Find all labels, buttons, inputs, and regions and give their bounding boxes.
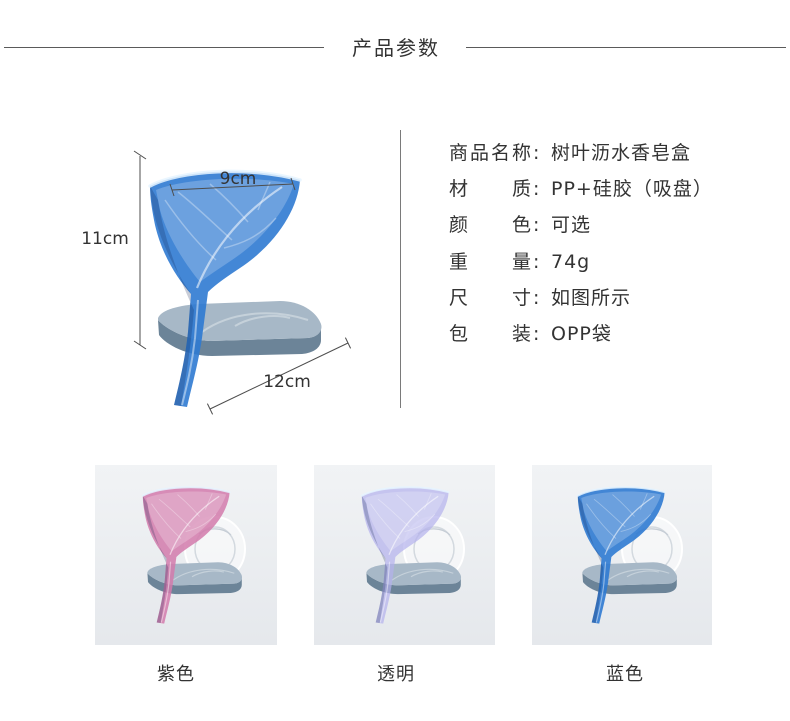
spec-value: OPP袋 [551, 322, 612, 345]
spec-value: 树叶沥水香皂盒 [551, 142, 692, 164]
variant-image-drawing [141, 486, 246, 625]
variant-label: 紫色 [157, 664, 195, 685]
spec-label: 材 质: [449, 178, 542, 201]
spec-label: 颜 色: [449, 214, 542, 237]
variant-label: 蓝色 [606, 664, 644, 685]
variant-image [314, 465, 495, 645]
spec-row-product-name: 商品名称: 树叶沥水香皂盒 [449, 135, 713, 171]
dimension-width-tick-right [290, 177, 296, 191]
header-rule-right [466, 47, 786, 48]
dimension-width-label: 9cm [220, 169, 257, 189]
spec-label: 尺 寸: [449, 286, 542, 309]
dimension-depth-line [209, 342, 349, 410]
dimension-height-tick-top [133, 150, 147, 160]
dimension-height: 11cm [81, 150, 147, 350]
vertical-divider [400, 130, 401, 408]
spec-row-material: 材 质: PP+硅胶（吸盘） [449, 171, 713, 207]
spec-label: 包 装: [449, 322, 542, 345]
dimension-width: 9cm [169, 169, 296, 197]
variant-blue: 蓝色 [532, 465, 712, 695]
dimension-width-line [171, 183, 294, 191]
variant-image [95, 465, 277, 645]
spec-value: PP+硅胶（吸盘） [551, 178, 713, 201]
spec-value: 可选 [551, 214, 592, 237]
spec-row-color: 颜 色: 可选 [449, 207, 713, 243]
dimension-height-label: 11cm [81, 229, 129, 249]
product-dimension-diagram: 11cm 9cm 12cm [81, 150, 352, 415]
dimension-width-tick-left [169, 183, 175, 197]
variant-image-drawing [576, 486, 683, 625]
dimension-depth-label: 12cm [263, 372, 311, 392]
dimension-depth: 12cm [206, 337, 352, 415]
variant-purple: 紫色 [95, 465, 277, 695]
spec-list: 商品名称: 树叶沥水香皂盒 材 质: PP+硅胶（吸盘） 颜 色: 可选 重 量: 74… [449, 135, 713, 352]
spec-row-weight: 重 量: 74g [449, 244, 713, 280]
variant-image [532, 465, 712, 645]
variant-transparent: 透明 [314, 465, 495, 695]
header-rule-left [4, 47, 324, 48]
dimension-depth-tick-right [344, 337, 352, 349]
spec-label: 商品名称: [449, 142, 542, 164]
section-title: 产品参数 [352, 36, 440, 60]
spec-row-packaging: 包 装: OPP袋 [449, 316, 713, 352]
spec-value: 74g [551, 250, 591, 273]
spec-label: 重 量: [449, 250, 542, 273]
spec-row-size: 尺 寸: 如图所示 [449, 280, 713, 316]
dimension-depth-tick-left [206, 403, 214, 415]
variant-image-drawing [360, 486, 465, 625]
spec-value: 如图所示 [551, 286, 632, 309]
dimension-height-tick-bottom [133, 340, 147, 350]
variant-label: 透明 [377, 664, 415, 685]
